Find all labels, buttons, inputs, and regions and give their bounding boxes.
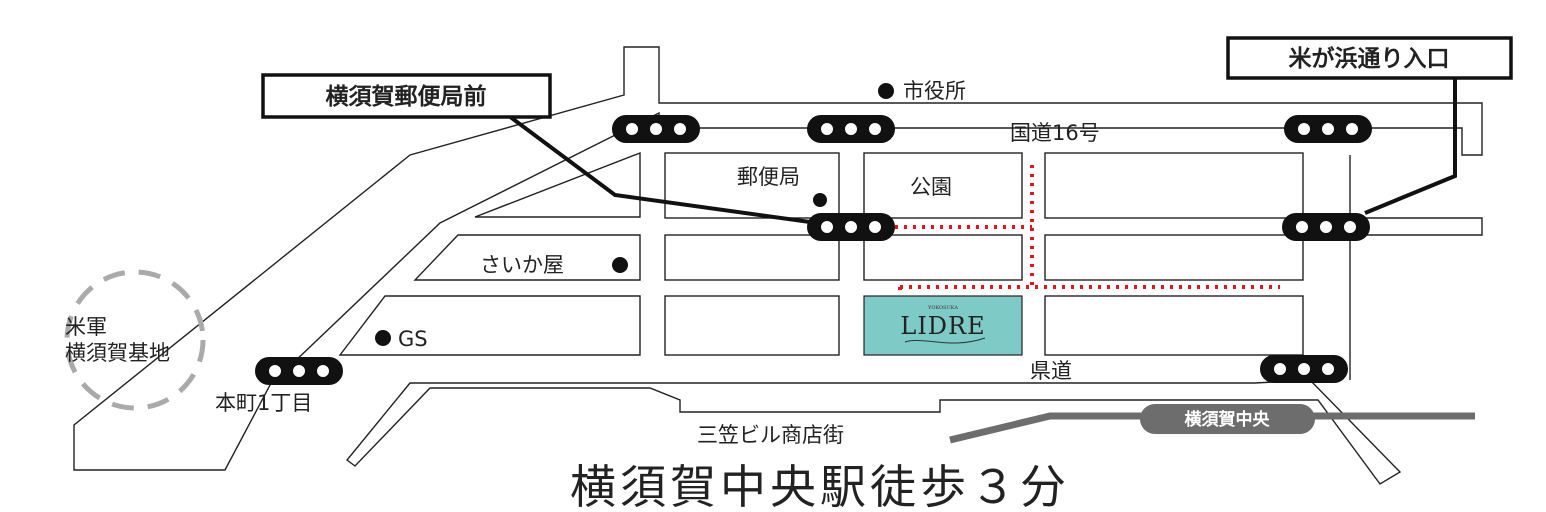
callout-box-yonegahama	[1226, 36, 1513, 80]
callout-line-yonegahama	[1364, 72, 1457, 215]
traffic-lights	[255, 115, 1372, 385]
traffic-light-icon	[1284, 115, 1372, 143]
label-prefectural-road: 県道	[1030, 359, 1072, 383]
poi-dot-icon	[612, 257, 628, 273]
poi-markers	[375, 83, 894, 346]
lidre-logo: LIDRE	[900, 312, 985, 340]
poi-dot-icon	[375, 330, 391, 346]
station-badge-bg	[1140, 404, 1315, 434]
label-base-line1: 米軍	[65, 315, 107, 339]
walk-time-caption: 横須賀中央駅徒歩３分	[570, 460, 1070, 512]
traffic-light-icon	[1260, 355, 1348, 383]
lidre-logo-sub: YOKOSUKA	[927, 305, 958, 311]
label-route16: 国道16号	[1010, 121, 1100, 145]
traffic-light-icon	[807, 115, 895, 143]
traffic-light-icon	[1282, 213, 1370, 241]
block-park	[863, 152, 1023, 219]
callout-box-post-office	[261, 73, 552, 119]
label-city-hall: 市役所	[903, 79, 966, 103]
main-diagonal-road	[73, 46, 1483, 471]
callout-line-post-office	[503, 111, 811, 224]
block-ne	[1044, 152, 1304, 219]
label-base-line2: 横須賀基地	[65, 341, 170, 365]
label-park: 公園	[910, 175, 952, 199]
block-gs	[338, 295, 641, 356]
mikasa-arcade-outline	[345, 379, 1402, 485]
block-post-office	[664, 152, 840, 219]
traffic-light-icon	[255, 357, 343, 385]
walking-route	[895, 165, 1280, 298]
poi-dot-icon	[813, 193, 827, 207]
callout-yonegahama-label: 米が浜通り入口	[1289, 45, 1450, 72]
block-mid1	[664, 234, 840, 281]
station-line	[949, 412, 1475, 444]
traffic-light-icon	[807, 213, 895, 241]
poi-dot-icon	[878, 83, 894, 99]
label-saikaya: さいか屋	[480, 253, 564, 277]
block-low1	[664, 295, 840, 356]
block-nw	[474, 151, 641, 218]
callout-post-office-label: 横須賀郵便局前	[326, 83, 487, 110]
label-honcho: 本町1丁目	[215, 391, 312, 415]
traffic-light-icon	[612, 115, 700, 143]
label-post-office: 郵便局	[737, 165, 800, 189]
us-base-circle	[64, 269, 206, 411]
block-mid2	[863, 234, 1023, 281]
block-low3	[1044, 295, 1304, 356]
label-gs: GS	[398, 327, 428, 351]
city-blocks	[338, 151, 1483, 356]
block-mid3	[1044, 234, 1304, 281]
lidre-block	[863, 295, 1023, 356]
station-badge-label: 横須賀中央	[1185, 409, 1271, 430]
label-mikasa: 三笠ビル商店街	[697, 423, 844, 447]
lidre-logo-flourish	[904, 337, 986, 344]
block-saikaya	[413, 234, 641, 281]
